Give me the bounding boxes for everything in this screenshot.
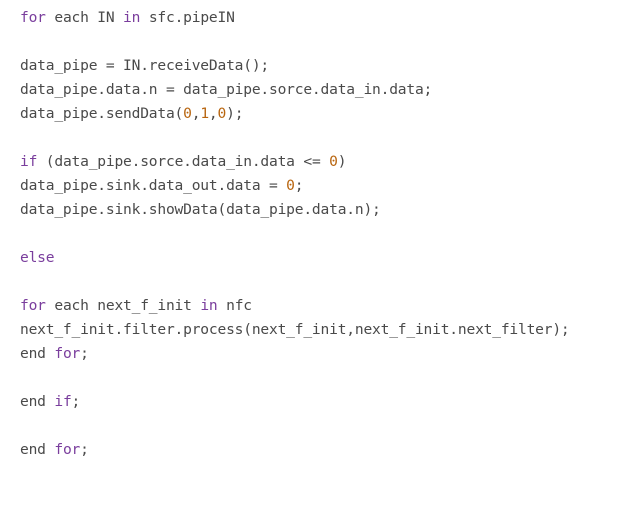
code-token: ) xyxy=(337,153,347,170)
code-token: , xyxy=(191,105,201,122)
keyword-token: if xyxy=(54,393,72,410)
code-line: end for; xyxy=(20,342,570,366)
number-token: 1 xyxy=(200,105,209,122)
code-line xyxy=(20,222,570,246)
code-token: (data_pipe.sorce.data_in.data <= xyxy=(37,153,330,170)
keyword-token: in xyxy=(123,9,141,26)
code-block: for each IN in sfc.pipeIN data_pipe = IN.… xyxy=(20,6,570,462)
keyword-token: in xyxy=(200,297,218,314)
code-line xyxy=(20,270,570,294)
code-token: data_pipe.sendData( xyxy=(20,105,184,122)
code-token: end xyxy=(20,393,55,410)
code-line: data_pipe.data.n = data_pipe.sorce.data_… xyxy=(20,78,570,102)
code-line: data_pipe.sendData(0,1,0); xyxy=(20,102,570,126)
code-token: ; xyxy=(80,441,89,458)
code-token: nfc xyxy=(217,297,252,314)
number-token: 0 xyxy=(286,177,295,194)
code-line: for each IN in sfc.pipeIN xyxy=(20,6,570,30)
code-line: for each next_f_init in nfc xyxy=(20,294,570,318)
code-token: data_pipe.sink.data_out.data = xyxy=(20,177,287,194)
code-token: each IN xyxy=(45,9,124,26)
code-token: ; xyxy=(80,345,89,362)
number-token: 0 xyxy=(217,105,227,122)
code-token: data_pipe.sink.showData(data_pipe.data.n… xyxy=(20,201,381,218)
code-token: data_pipe = IN.receiveData(); xyxy=(20,57,269,74)
code-line: end for; xyxy=(20,438,570,462)
keyword-token: for xyxy=(20,9,46,26)
keyword-token: else xyxy=(20,249,55,266)
code-token: data_pipe.data.n = data_pipe.sorce.data_… xyxy=(20,81,433,98)
code-token: ); xyxy=(226,105,244,122)
code-line: next_f_init.filter.process(next_f_init,n… xyxy=(20,318,570,342)
code-line: else xyxy=(20,246,570,270)
code-token: each next_f_init xyxy=(45,297,201,314)
code-line: if (data_pipe.sorce.data_in.data <= 0) xyxy=(20,150,570,174)
keyword-token: if xyxy=(20,153,38,170)
code-line xyxy=(20,30,570,54)
code-token: ; xyxy=(71,393,81,410)
code-token: ; xyxy=(294,177,304,194)
keyword-token: for xyxy=(20,297,46,314)
code-token: , xyxy=(208,105,218,122)
code-line: end if; xyxy=(20,390,570,414)
code-line xyxy=(20,414,570,438)
code-line: data_pipe = IN.receiveData(); xyxy=(20,54,570,78)
keyword-token: for xyxy=(54,345,81,362)
code-line: data_pipe.sink.showData(data_pipe.data.n… xyxy=(20,198,570,222)
code-token: end xyxy=(20,441,55,458)
keyword-token: for xyxy=(54,441,81,458)
code-token: sfc.pipeIN xyxy=(140,9,235,26)
number-token: 0 xyxy=(183,105,192,122)
code-line xyxy=(20,366,570,390)
number-token: 0 xyxy=(329,153,338,170)
code-line xyxy=(20,126,570,150)
code-token: next_f_init.filter.process(next_f_init,n… xyxy=(20,321,570,338)
code-line: data_pipe.sink.data_out.data = 0; xyxy=(20,174,570,198)
code-token: end xyxy=(20,345,55,362)
